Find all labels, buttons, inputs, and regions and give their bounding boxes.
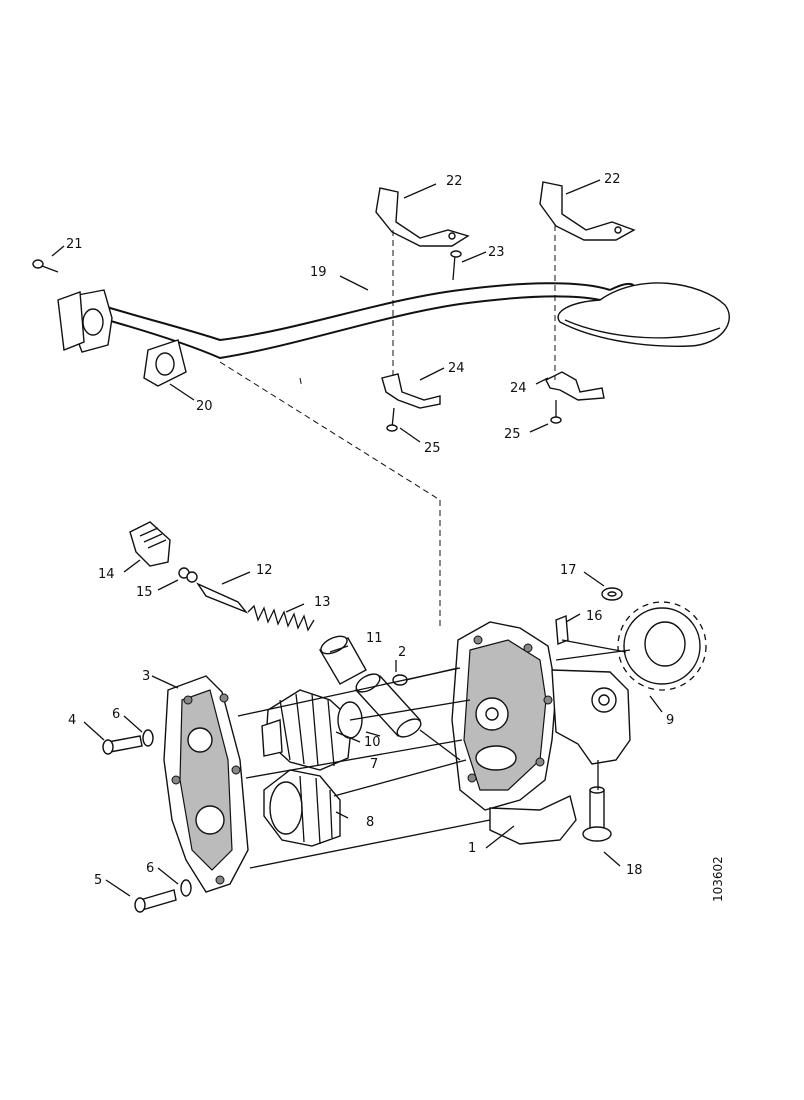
callout-22-left: 22 xyxy=(446,174,463,189)
callout-12: 12 xyxy=(256,563,273,578)
callout-24-right: 24 xyxy=(510,381,527,396)
callout-20: 20 xyxy=(196,399,213,414)
screw-23 xyxy=(450,250,462,281)
plug-14 xyxy=(129,521,171,567)
strainer-bowl xyxy=(557,282,730,347)
valve-piston-12 xyxy=(196,582,249,614)
gear-7 xyxy=(261,689,363,771)
callout-16: 16 xyxy=(586,609,603,624)
callout-25-left: 25 xyxy=(424,441,441,456)
callout-10: 10 xyxy=(364,735,381,750)
callout-leaders xyxy=(51,179,663,897)
callout-14: 14 xyxy=(98,567,115,582)
callout-19: 19 xyxy=(310,265,327,280)
callout-25-right: 25 xyxy=(504,427,521,442)
bolt-4 xyxy=(102,735,143,755)
callout-21: 21 xyxy=(66,237,83,252)
washer-6-upper xyxy=(142,729,154,747)
assembly-lines-upper xyxy=(219,225,556,630)
figure-reference-number: 103602 xyxy=(711,856,725,902)
pipe-flange-left xyxy=(57,289,113,353)
callout-18: 18 xyxy=(626,863,643,878)
callout-3: 3 xyxy=(142,669,150,684)
callout-6-upper: 6 xyxy=(112,707,120,722)
callout-24-left: 24 xyxy=(448,361,465,376)
callout-22-right: 22 xyxy=(604,172,621,187)
screw-25-left xyxy=(386,407,398,432)
bracket-24-right xyxy=(545,371,605,401)
assembly-lines-lower xyxy=(237,639,631,869)
gear-8 xyxy=(263,769,341,847)
bracket-22-left xyxy=(375,187,470,247)
callout-9: 9 xyxy=(666,713,674,728)
callout-6-lower: 6 xyxy=(146,861,154,876)
pump-housing-1 xyxy=(451,621,557,811)
nut-17 xyxy=(601,587,623,601)
bolt-18 xyxy=(582,786,612,842)
callout-7: 7 xyxy=(370,757,378,772)
sleeve-11 xyxy=(318,635,367,685)
key-16 xyxy=(555,614,569,646)
callout-15: 15 xyxy=(136,585,153,600)
spring-13 xyxy=(247,604,315,632)
cover-plate-3 xyxy=(163,675,249,893)
washer-15 xyxy=(178,567,198,583)
washer-6-lower xyxy=(180,879,192,897)
pump-outlet-arm xyxy=(551,669,631,765)
drive-gear-9 xyxy=(617,601,707,691)
callout-17: 17 xyxy=(560,563,577,578)
callout-5: 5 xyxy=(94,873,102,888)
callout-2: 2 xyxy=(398,645,406,660)
gasket-20 xyxy=(143,339,187,387)
pump-base xyxy=(489,795,577,845)
shaft-10 xyxy=(354,673,422,738)
bolt-21 xyxy=(32,259,59,273)
callout-4: 4 xyxy=(68,713,76,728)
screw-25-right xyxy=(550,400,562,424)
callout-23: 23 xyxy=(488,245,505,260)
callout-1: 1 xyxy=(468,841,476,856)
callout-labels: 22 22 23 21 19 20 24 24 25 25 14 15 12 1… xyxy=(66,172,674,888)
callout-13: 13 xyxy=(314,595,331,610)
bolt-5 xyxy=(134,889,177,913)
callout-11: 11 xyxy=(366,631,383,646)
bracket-22-right xyxy=(539,181,636,241)
callout-8: 8 xyxy=(366,815,374,830)
bracket-24-left xyxy=(381,373,441,409)
